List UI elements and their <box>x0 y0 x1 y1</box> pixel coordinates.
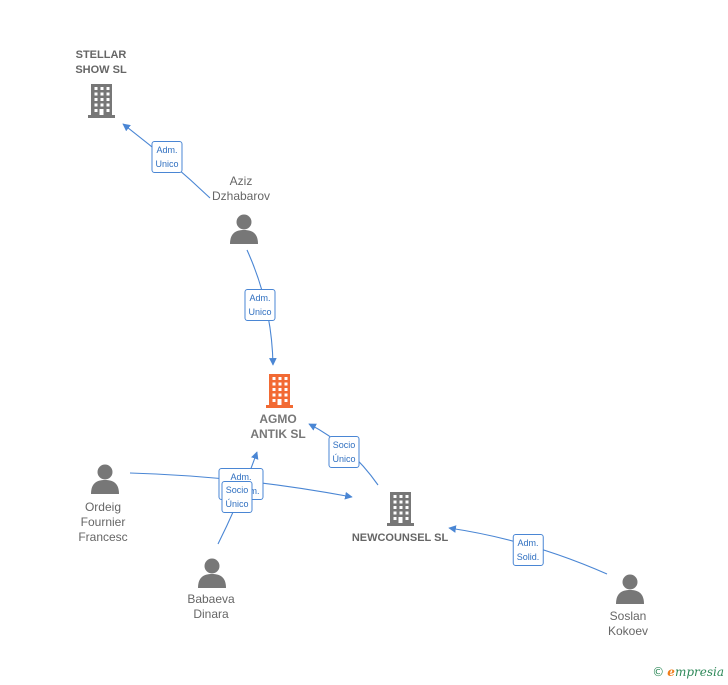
person-icon[interactable] <box>91 464 119 495</box>
person-icon[interactable] <box>230 214 258 245</box>
edge-label-aziz-stellar[interactable]: Adm.Unico <box>151 141 183 173</box>
empresia-logo[interactable]: ©empresia <box>652 665 724 679</box>
edge-label-soslan-newcounsel[interactable]: Adm.Solid. <box>512 534 544 566</box>
brand-initial: e <box>667 665 675 679</box>
edge-label-aziz-agmo[interactable]: Adm.Unico <box>244 289 276 321</box>
edges <box>122 123 608 575</box>
person-icon[interactable] <box>198 558 226 589</box>
person-icon[interactable] <box>616 574 644 605</box>
building-icon[interactable] <box>88 84 115 118</box>
node-label-newcounsel[interactable]: NEWCOUNSEL SL <box>351 532 449 544</box>
building-icon[interactable] <box>387 492 414 526</box>
copyright-symbol: © <box>652 665 665 679</box>
brand-name: mpresia <box>674 665 724 679</box>
building-icon[interactable] <box>266 374 293 408</box>
